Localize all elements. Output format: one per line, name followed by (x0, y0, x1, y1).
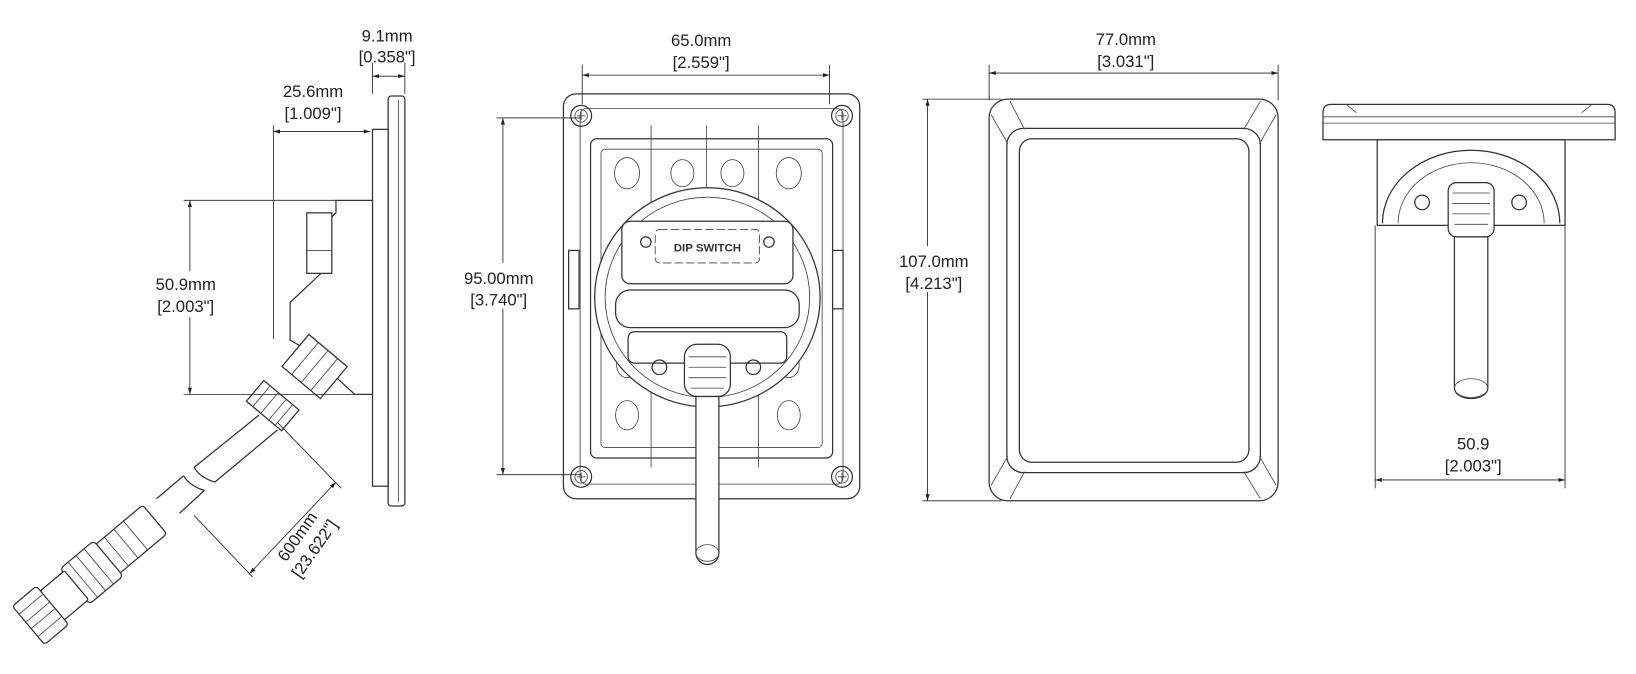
side-view: 9.1mm [0.358"] 25.6mm [1.009"] 50.9mm [2… (13, 27, 416, 644)
front-bezel-outline (988, 98, 1279, 502)
depth-in: [1.009"] (285, 104, 342, 123)
rear-cable (695, 395, 720, 565)
body-height-in: [2.003"] (157, 297, 214, 316)
mounting-plate (371, 128, 389, 487)
front-width-mm: 77.0mm (1096, 30, 1156, 49)
corner-screw-icon (570, 465, 593, 488)
display-screen (1018, 138, 1250, 463)
hole-spacing-in: [3.740"] (470, 291, 527, 310)
front-view: 77.0mm [3.031"] 107.0mm [4.213"] (892, 30, 1279, 502)
front-width-in: [3.031"] (1097, 52, 1154, 71)
dip-switch-label: DIP SWITCH (674, 242, 741, 254)
front-height-mm: 107.0mm (899, 252, 969, 271)
bottom-width-in: [2.003"] (1445, 457, 1502, 476)
body-height-mm: 50.9mm (156, 275, 216, 294)
face-thickness-mm: 9.1mm (362, 27, 413, 46)
cable (193, 414, 278, 483)
front-height-in: [4.213"] (905, 274, 962, 293)
front-bezel (387, 95, 406, 507)
corner-screw-icon (830, 104, 854, 127)
bottom-view: 50.9 [2.003"] (1322, 103, 1616, 489)
hole-spacing-mm: 95.00mm (464, 269, 534, 288)
depth-mm: 25.6mm (283, 82, 343, 101)
rear-width-mm: 65.0mm (671, 31, 731, 50)
bottom-cable (1453, 236, 1489, 400)
m12-connector (13, 505, 167, 644)
rear-width-in: [2.559"] (673, 53, 730, 72)
corner-screw-icon (570, 104, 593, 127)
module-block (306, 212, 333, 274)
bottom-width-mm: 50.9 (1457, 435, 1489, 454)
dip-switch-cover (654, 229, 760, 264)
face-thickness-in: [0.358"] (359, 48, 416, 67)
corner-screw-icon (830, 465, 854, 488)
bottom-bezel (1322, 103, 1616, 141)
rear-view: DIP SWITCH 65.0mm [2.559"] 95.00mm [3.74… (459, 31, 861, 565)
